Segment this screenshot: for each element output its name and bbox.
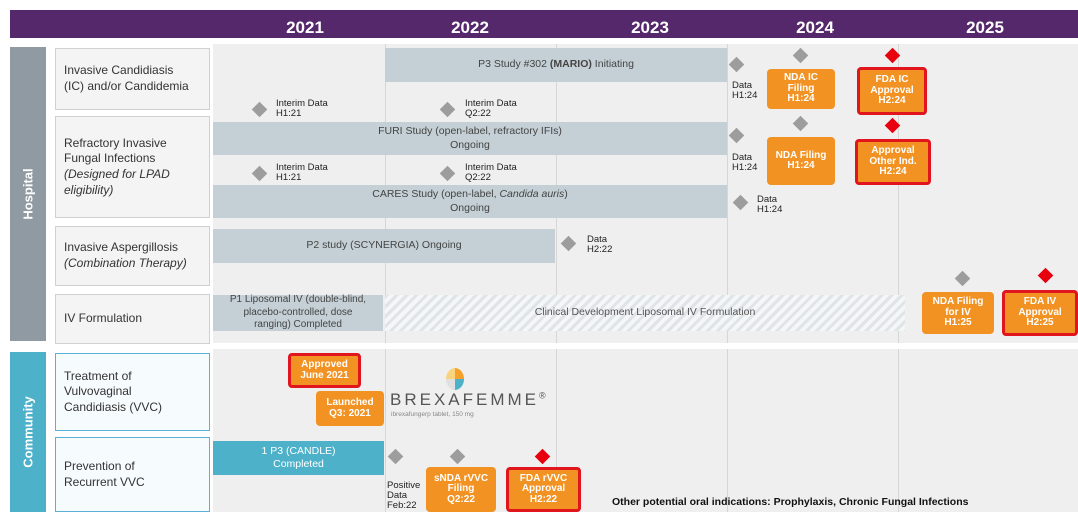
fda-rvvc-approval-box: FDA rVVC Approval H2:22 bbox=[506, 467, 581, 512]
cares-bar-suffix: ) bbox=[564, 188, 568, 201]
row-label-ic: Invasive Candidiasis (IC) and/or Candide… bbox=[55, 48, 210, 110]
clinical-development-text: Clinical Development Liposomal IV Formul… bbox=[534, 306, 756, 319]
footnote: Other potential oral indications: Prophy… bbox=[612, 496, 969, 508]
interim-data-label: Interim Data H1:21 bbox=[276, 162, 328, 183]
row-label-refractory: Refractory Invasive Fungal Infections(De… bbox=[55, 116, 210, 218]
launched-box: Launched Q3: 2021 bbox=[316, 391, 384, 426]
data-h222-label: Data H2:22 bbox=[587, 234, 613, 255]
row-label-iv-text: IV Formulation bbox=[64, 311, 143, 326]
mario-bar-suffix: Initiating bbox=[591, 58, 634, 71]
interim-data-label: Interim Data Q2:22 bbox=[465, 98, 517, 119]
positive-data-label: Positive Data Feb:22 bbox=[387, 480, 421, 511]
year-2022: 2022 bbox=[451, 18, 489, 37]
row-label-vvc: Treatment of Vulvovaginal Candidiasis (V… bbox=[55, 353, 210, 431]
gridline bbox=[385, 44, 386, 512]
brand-name: BREXAFEMME® bbox=[390, 390, 549, 410]
mario-bar-text: P3 Study #302 bbox=[478, 58, 550, 71]
candle-study-bar: 1 P3 (CANDLE) Completed bbox=[213, 441, 384, 475]
brand-name-text: BREXAFEMME bbox=[390, 390, 540, 409]
scynergia-bar-text: P2 study (SCYNERGIA) Ongoing bbox=[306, 239, 462, 252]
approval-other-ind-box: Approval Other Ind. H2:24 bbox=[855, 139, 931, 185]
brand-registered-mark: ® bbox=[539, 390, 549, 401]
year-2023: 2023 bbox=[631, 18, 669, 37]
row-label-aspergillosis: Invasive Aspergillosis(Combination Thera… bbox=[55, 226, 210, 286]
data-h124-label: Data H1:24 bbox=[732, 152, 758, 173]
furi-study-bar: FURI Study (open-label, refractory IFIs)… bbox=[213, 122, 727, 155]
scynergia-study-bar: P2 study (SCYNERGIA) Ongoing bbox=[213, 229, 555, 263]
data-h124-label: Data H1:24 bbox=[757, 194, 783, 215]
fda-iv-approval-box: FDA IV Approval H2:25 bbox=[1002, 290, 1078, 336]
candle-bar-line1: 1 P3 (CANDLE) bbox=[261, 444, 336, 457]
gridline bbox=[556, 44, 557, 512]
nda-iv-filing-box: NDA Filing for IV H1:25 bbox=[922, 292, 994, 334]
brand-mark-icon bbox=[446, 368, 464, 390]
row-label-vvc-text: Treatment of Vulvovaginal Candidiasis (V… bbox=[64, 368, 163, 414]
community-label: Community bbox=[20, 396, 36, 468]
cares-bar-line2: Ongoing bbox=[450, 201, 490, 214]
year-2025: 2025 bbox=[966, 18, 1004, 37]
fda-ic-approval-box: FDA IC Approval H2:24 bbox=[857, 67, 927, 115]
hospital-label: Hospital bbox=[20, 168, 36, 220]
liposomal-p1-text: P1 Liposomal IV (double-blind, placebo-c… bbox=[229, 294, 367, 331]
community-segment: Community bbox=[10, 352, 46, 512]
row-label-aspergillosis-text: Invasive Aspergillosis bbox=[64, 240, 179, 255]
row-label-iv: IV Formulation bbox=[55, 294, 210, 344]
nda-filing-box: NDA Filing H1:24 bbox=[767, 137, 835, 185]
row-label-ic-text: Invasive Candidiasis (IC) and/or Candide… bbox=[64, 63, 189, 93]
row-label-rvvc: Prevention of Recurrent VVC bbox=[55, 437, 210, 512]
cares-bar-italic: Candida auris bbox=[499, 188, 565, 201]
brexafemme-logo: BREXAFEMME® ibrexafungerp tablet, 150 mg bbox=[390, 368, 560, 420]
cares-bar-text: CARES Study (open-label, bbox=[372, 188, 500, 201]
mario-bar-bold: (MARIO) bbox=[549, 58, 592, 71]
data-h124-label: Data H1:24 bbox=[732, 80, 758, 101]
snda-rvvc-filing-box: sNDA rVVC Filing Q2:22 bbox=[426, 467, 496, 512]
furi-bar-line2: Ongoing bbox=[450, 138, 490, 151]
liposomal-p1-bar: P1 Liposomal IV (double-blind, placebo-c… bbox=[213, 294, 383, 331]
row-label-refractory-note: (Designed for LPAD eligibility) bbox=[64, 167, 170, 197]
nda-ic-filing-box: NDA IC Filing H1:24 bbox=[767, 69, 835, 109]
furi-bar-line1: FURI Study (open-label, refractory IFIs) bbox=[378, 125, 562, 138]
row-label-rvvc-text: Prevention of Recurrent VVC bbox=[64, 458, 145, 489]
gridline bbox=[727, 44, 728, 512]
cares-study-bar: CARES Study (open-label, Candida auris) … bbox=[213, 185, 727, 218]
clinical-development-bar: Clinical Development Liposomal IV Formul… bbox=[385, 295, 905, 331]
approved-june-2021-box: Approved June 2021 bbox=[288, 353, 361, 388]
brand-subtitle: ibrexafungerp tablet, 150 mg bbox=[391, 411, 474, 418]
year-2024: 2024 bbox=[796, 18, 834, 37]
candle-bar-line2: Completed bbox=[273, 458, 324, 470]
gridline bbox=[898, 44, 899, 512]
mario-study-bar: P3 Study #302 (MARIO) Initiating bbox=[385, 48, 727, 82]
timeline-header bbox=[10, 10, 1078, 38]
hospital-segment: Hospital bbox=[10, 47, 46, 341]
interim-data-label: Interim Data Q2:22 bbox=[465, 162, 517, 183]
interim-data-label: Interim Data H1:21 bbox=[276, 98, 328, 119]
section-divider bbox=[10, 343, 1078, 349]
row-label-aspergillosis-note: (Combination Therapy) bbox=[64, 256, 187, 270]
row-label-refractory-text: Refractory Invasive Fungal Infections bbox=[64, 135, 167, 166]
year-2021: 2021 bbox=[286, 18, 324, 37]
